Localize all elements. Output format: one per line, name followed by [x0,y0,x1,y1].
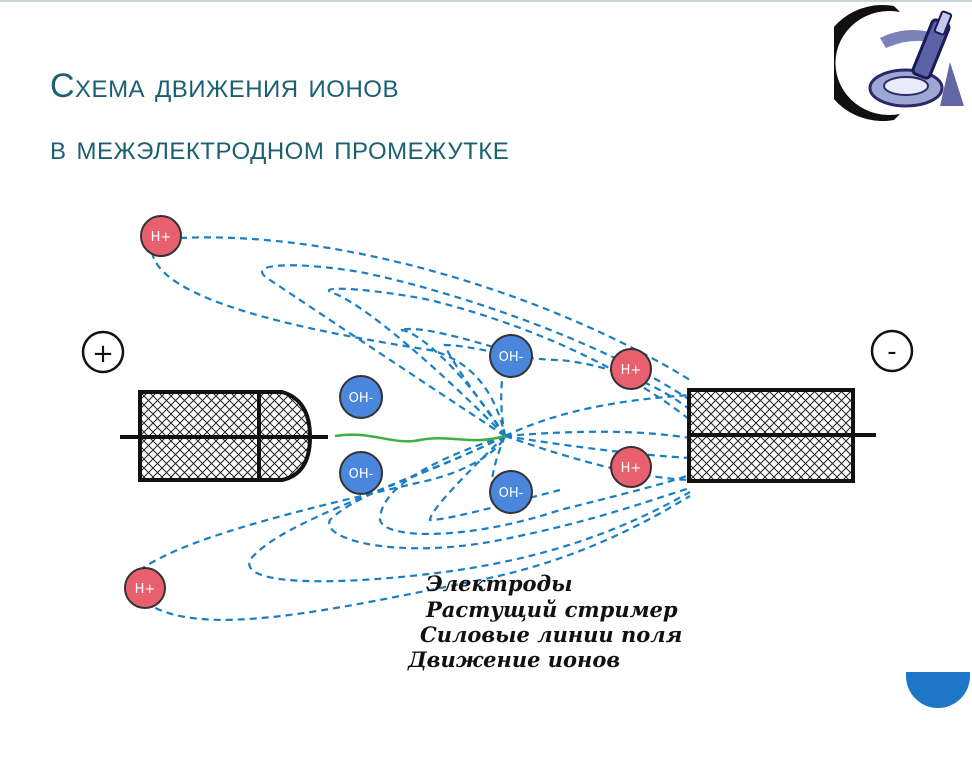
anode-sign: + [81,330,125,374]
anion-oh-1: OH- [339,375,383,419]
cation-h-4: H+ [124,567,166,609]
microscope-logo-icon [834,5,964,121]
page-title: Схема движения ионов в межэлектродном пр… [50,55,509,179]
svg-text:-: - [887,337,896,367]
svg-text:OH-: OH- [499,350,524,365]
svg-text:OH-: OH- [499,486,524,501]
top-rule [0,0,972,2]
svg-text:H+: H+ [151,230,172,245]
anode-electrode [120,390,328,482]
legend-item-ion-movement: Движение ионов [408,647,621,672]
legend-item-electrodes: Электроды [426,571,573,596]
cathode-sign: - [870,329,914,373]
cation-h-3: H+ [610,446,652,488]
anion-oh-3: OH- [489,334,533,378]
cation-h-1: H+ [140,215,182,257]
title-line-1: Схема движения ионов [50,67,399,105]
legend-item-field-lines: Силовые линии поля [420,622,683,647]
svg-text:H+: H+ [135,582,156,597]
title-line-2: в межэлектродном промежутке [50,129,510,167]
anion-oh-4: OH- [489,470,533,514]
svg-text:OH-: OH- [349,467,374,482]
svg-text:OH-: OH- [349,391,374,406]
svg-text:+: + [92,339,114,369]
cation-h-2: H+ [610,348,652,390]
svg-text:H+: H+ [621,363,642,378]
anion-oh-2: OH- [339,451,383,495]
svg-text:H+: H+ [621,461,642,476]
cathode-electrode [687,388,876,483]
growing-streamer [334,433,506,443]
legend-item-streamer: Растущий стример [426,597,678,622]
